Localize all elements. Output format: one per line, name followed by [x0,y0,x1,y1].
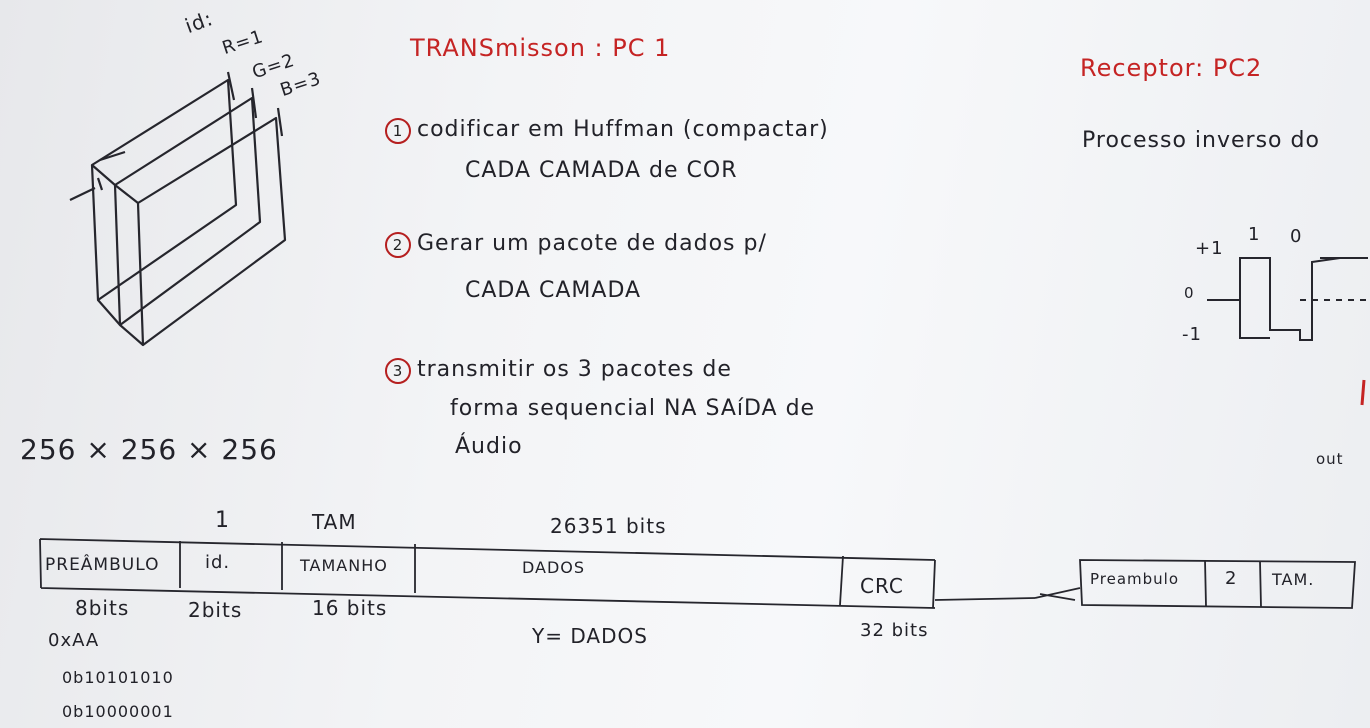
rx-cell-id: 2 [1225,568,1238,589]
rx-cell-tam: TAM. [1272,570,1315,589]
step-2-line1: Gerar um pacote de dados p/ [417,231,767,256]
step-2-line2: CADA CAMADA [465,278,642,303]
wave-zero: 0 [1184,284,1195,302]
step-1-line1: codificar em Huffman (compactar) [417,117,829,142]
step-1-line2: CADA CAMADA de COR [465,158,738,183]
bits-id: 2bits [188,598,243,622]
wave-minus-one: -1 [1182,324,1202,345]
layer-g [113,96,262,327]
bits-preambulo: 8bits [75,596,130,620]
transmitter-title: TRANSmisson : PC 1 [410,34,671,62]
dimensions-text: 256 × 256 × 256 [20,433,278,466]
step-3-line1: transmitir os 3 pacotes de [417,357,732,382]
rx-cell-preambulo: Preambulo [1090,570,1180,588]
cell-preambulo: PREÂMBULO [45,555,160,575]
cell-crc: CRC [860,574,904,598]
step-3-line2: forma sequencial NA SAíDA de [450,396,816,421]
binary-1: 0b10101010 [62,668,174,687]
cell-tamanho: TAMANHO [300,556,388,575]
step-2-number: 2 [385,232,411,258]
wave-bit-1: 1 [1248,224,1261,245]
packet-top-tam: TAM [312,510,357,534]
binary-2: 0b10000001 [62,702,174,721]
wave-plus-one: +1 [1195,238,1224,259]
hex-value: 0xAA [48,630,100,651]
step-3-number: 3 [385,358,411,384]
cell-id: id. [205,552,231,573]
bits-tamanho: 16 bits [312,596,388,620]
bits-crc: 32 bits [860,620,929,641]
receiver-line1: Processo inverso do [1082,128,1320,153]
layer-r [90,78,238,302]
layer-b [136,116,287,347]
out-label: out [1316,450,1344,468]
receiver-title: Receptor: PC2 [1080,54,1263,82]
step-1-number: 1 [385,118,411,144]
packet-top-id: 1 [215,508,230,533]
cell-dados: DADOS [522,558,586,577]
y-equation: Y= DADOS [532,624,648,648]
wave-bit-0: 0 [1290,226,1303,247]
step-3-line3: Áudio [455,434,523,459]
packet-top-dados: 26351 bits [550,514,667,538]
